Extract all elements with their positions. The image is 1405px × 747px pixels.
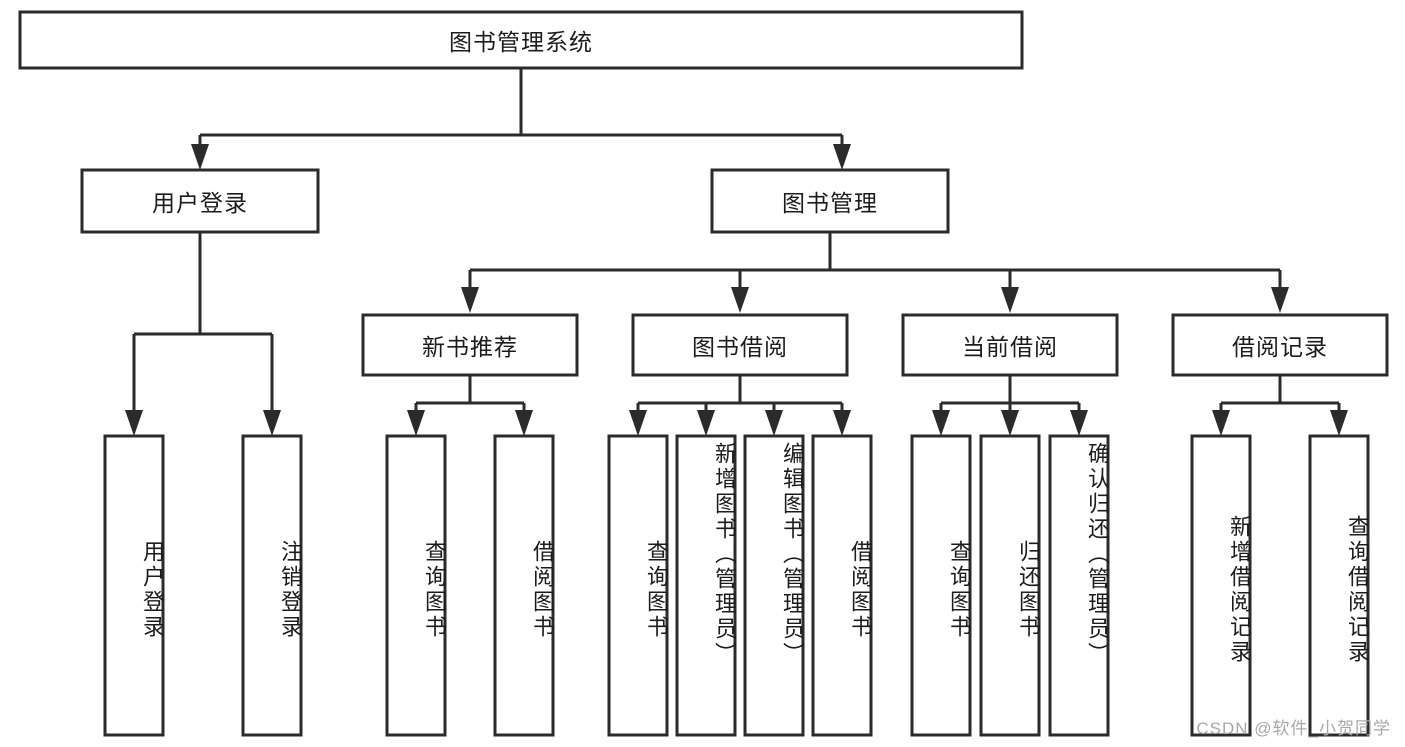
node-box-leaf-cur-query-book[interactable] (910, 434, 972, 737)
connector-bookborrow-to-leaves (629, 375, 851, 436)
node-box-leaf-edit-book-admin[interactable] (743, 434, 805, 737)
connector-bookmgmt-to-level3 (461, 232, 1289, 313)
node-box-borrow-record[interactable] (1171, 313, 1389, 377)
node-box-leaf-confirm-return-admin[interactable] (1048, 434, 1110, 737)
connector-root-to-level2 (191, 68, 851, 170)
node-box-leaf-user-login[interactable] (103, 434, 165, 737)
node-box-user-login[interactable] (80, 168, 320, 234)
node-box-leaf-logout[interactable] (241, 434, 303, 737)
node-box-leaf-add-borrow-record[interactable] (1190, 434, 1252, 737)
node-box-leaf-rec-borrow-book[interactable] (493, 434, 555, 737)
node-box-book-borrow[interactable] (631, 313, 849, 377)
node-box-leaf-add-book-admin[interactable] (675, 434, 737, 737)
node-box-new-book-recommend[interactable] (361, 313, 579, 377)
node-box-leaf-borrow-book[interactable] (811, 434, 873, 737)
node-box-leaf-return-book[interactable] (979, 434, 1041, 737)
node-box-book-management[interactable] (710, 168, 950, 234)
node-box-root[interactable] (18, 10, 1024, 70)
connector-newbook-to-leaves (407, 375, 533, 436)
connector-borrowrecord-to-leaves (1212, 375, 1348, 436)
node-box-current-borrow[interactable] (901, 313, 1119, 377)
node-box-leaf-borrow-query-book[interactable] (607, 434, 669, 737)
node-box-leaf-query-borrow-record[interactable] (1308, 434, 1370, 737)
connector-userlogin-to-leaves (125, 232, 281, 436)
watermark-text: CSDN @软件_小贺同学 (1196, 719, 1391, 738)
connector-currentborrow-to-leaves (932, 375, 1088, 436)
node-box-leaf-rec-query-book[interactable] (385, 434, 447, 737)
